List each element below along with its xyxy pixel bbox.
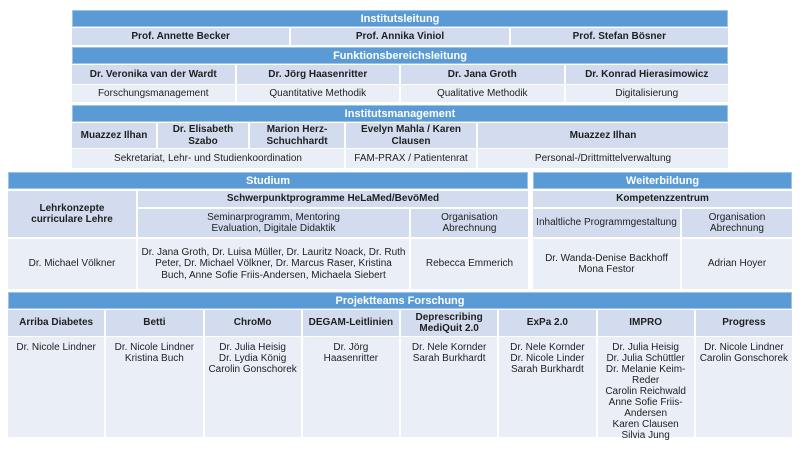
- seminarprogramm-cell: Seminarprogramm, Mentoring Evaluation, D…: [138, 209, 409, 237]
- function-role-cell: Qualitative Methodik: [401, 85, 564, 102]
- project-team-cell: Dr. Nele Kornder Sarah Burkhardt: [401, 337, 498, 437]
- function-role-cell: Digitalisierung: [565, 85, 728, 102]
- project-team-cell: Dr. Julia Heisig Dr. Lydia König Carolin…: [204, 337, 301, 437]
- leader-cell: Prof. Annika Viniol: [291, 28, 509, 45]
- studium-header: Studium: [8, 172, 528, 189]
- studium-team-cell: Dr. Jana Groth, Dr. Luisa Müller, Dr. La…: [138, 239, 409, 289]
- project-title-cell: Deprescribing MediQuit 2.0: [401, 310, 498, 336]
- project-team-cell: Dr. Jörg Haasenritter: [302, 337, 399, 437]
- project-title-cell: Progress: [695, 310, 792, 336]
- project-titles-row: Arriba Diabetes Betti ChroMo DEGAM-Leitl…: [8, 310, 792, 336]
- lehrkonzepte-cell: Lehrkonzepte curriculare Lehre: [8, 191, 136, 237]
- weiterbildung-table: Weiterbildung Kompetenzzentrum Inhaltlic…: [533, 172, 792, 289]
- management-role-cell: Sekretariat, Lehr- und Studienkoordinati…: [72, 149, 344, 168]
- institutsleitung-header: Institutsleitung: [72, 10, 728, 27]
- function-role-cell: Quantitative Methodik: [236, 85, 399, 102]
- function-lead-cell: Dr. Veronika van der Wardt: [72, 65, 235, 84]
- function-lead-cell: Dr. Konrad Hierasimowicz: [565, 65, 728, 84]
- management-names-row: Muazzez Ilhan Dr. Elisabeth Szabo Marion…: [72, 123, 728, 148]
- management-role-cell: Personal-/Drittmittelverwaltung: [478, 149, 728, 168]
- project-team-cell: Dr. Nicole Lindner Kristina Buch: [106, 337, 203, 437]
- studium-weiterbildung-section: Studium Lehrkonzepte curriculare Lehre S…: [8, 172, 792, 289]
- funktionsbereich-names-row: Dr. Veronika van der Wardt Dr. Jörg Haas…: [72, 65, 728, 84]
- projektteams-section: Projektteams Forschung Arriba Diabetes B…: [8, 292, 792, 441]
- kompetenzzentrum-cell: Kompetenzzentrum: [533, 191, 792, 207]
- weiterbildung-team-cell: Dr. Wanda-Denise Backhoff Mona Festor: [533, 239, 680, 289]
- weiterbildung-header: Weiterbildung: [533, 172, 792, 189]
- function-lead-cell: Dr. Jörg Haasenritter: [236, 65, 399, 84]
- projektteams-header: Projektteams Forschung: [8, 292, 792, 309]
- project-members-row: Dr. Nicole Lindner Dr. Nicole Lindner Kr…: [8, 337, 792, 441]
- project-team-cell: Dr. Nicole Lindner: [8, 337, 105, 437]
- project-title-cell: ChroMo: [204, 310, 301, 336]
- function-lead-cell: Dr. Jana Groth: [401, 65, 564, 84]
- studium-table: Studium Lehrkonzepte curriculare Lehre S…: [8, 172, 528, 289]
- weiterbildung-org-name-cell: Adrian Hoyer: [682, 239, 792, 289]
- management-name-cell: Muazzez Ilhan: [478, 123, 728, 148]
- weiterbildung-organisation-cell: Organisation Abrechnung: [682, 209, 792, 237]
- project-title-cell: Betti: [106, 310, 203, 336]
- management-name-cell: Marion Herz- Schuchhardt: [250, 123, 344, 148]
- funktionsbereichsleitung-section: Funktionsbereichsleitung Dr. Veronika va…: [72, 47, 728, 102]
- studium-organisation-cell: Organisation Abrechnung: [411, 209, 528, 237]
- studium-left-name-cell: Dr. Michael Völkner: [8, 239, 136, 289]
- project-title-cell: DEGAM-Leitlinien: [302, 310, 399, 336]
- project-title-cell: IMPRO: [597, 310, 694, 336]
- project-team-cell: Dr. Nicole Lindner Carolin Gonschorek: [695, 337, 792, 437]
- management-name-cell: Dr. Elisabeth Szabo: [158, 123, 248, 148]
- schwerpunktprogramme-cell: Schwerpunktprogramme HeLaMed/BevöMed: [138, 191, 528, 207]
- programmgestaltung-cell: Inhaltliche Programmgestaltung: [533, 209, 680, 237]
- management-role-cell: FAM-PRAX / Patientenrat: [346, 149, 476, 168]
- project-title-cell: ExPa 2.0: [499, 310, 596, 336]
- function-role-cell: Forschungsmanagement: [72, 85, 235, 102]
- management-name-cell: Evelyn Mahla / Karen Clausen: [346, 123, 476, 148]
- leader-cell: Prof. Stefan Bösner: [510, 28, 728, 45]
- leader-cell: Prof. Annette Becker: [72, 28, 290, 45]
- institutsmanagement-header: Institutsmanagement: [72, 105, 728, 122]
- management-name-cell: Muazzez Ilhan: [72, 123, 156, 148]
- project-team-cell: Dr. Nele Kornder Dr. Nicole Linder Sarah…: [499, 337, 596, 437]
- funktionsbereichsleitung-header: Funktionsbereichsleitung: [72, 47, 728, 64]
- studium-org-name-cell: Rebecca Emmerich: [411, 239, 528, 289]
- institutsleitung-section: Institutsleitung Prof. Annette Becker Pr…: [72, 10, 728, 45]
- funktionsbereich-roles-row: Forschungsmanagement Quantitative Method…: [72, 85, 728, 102]
- project-team-cell: Dr. Julia Heisig Dr. Julia Schüttler Dr.…: [597, 337, 694, 441]
- institutsleitung-row: Prof. Annette Becker Prof. Annika Viniol…: [72, 28, 728, 45]
- management-roles-row: Sekretariat, Lehr- und Studienkoordinati…: [72, 149, 728, 168]
- institutsmanagement-section: Institutsmanagement Muazzez Ilhan Dr. El…: [72, 105, 728, 168]
- project-title-cell: Arriba Diabetes: [8, 310, 105, 336]
